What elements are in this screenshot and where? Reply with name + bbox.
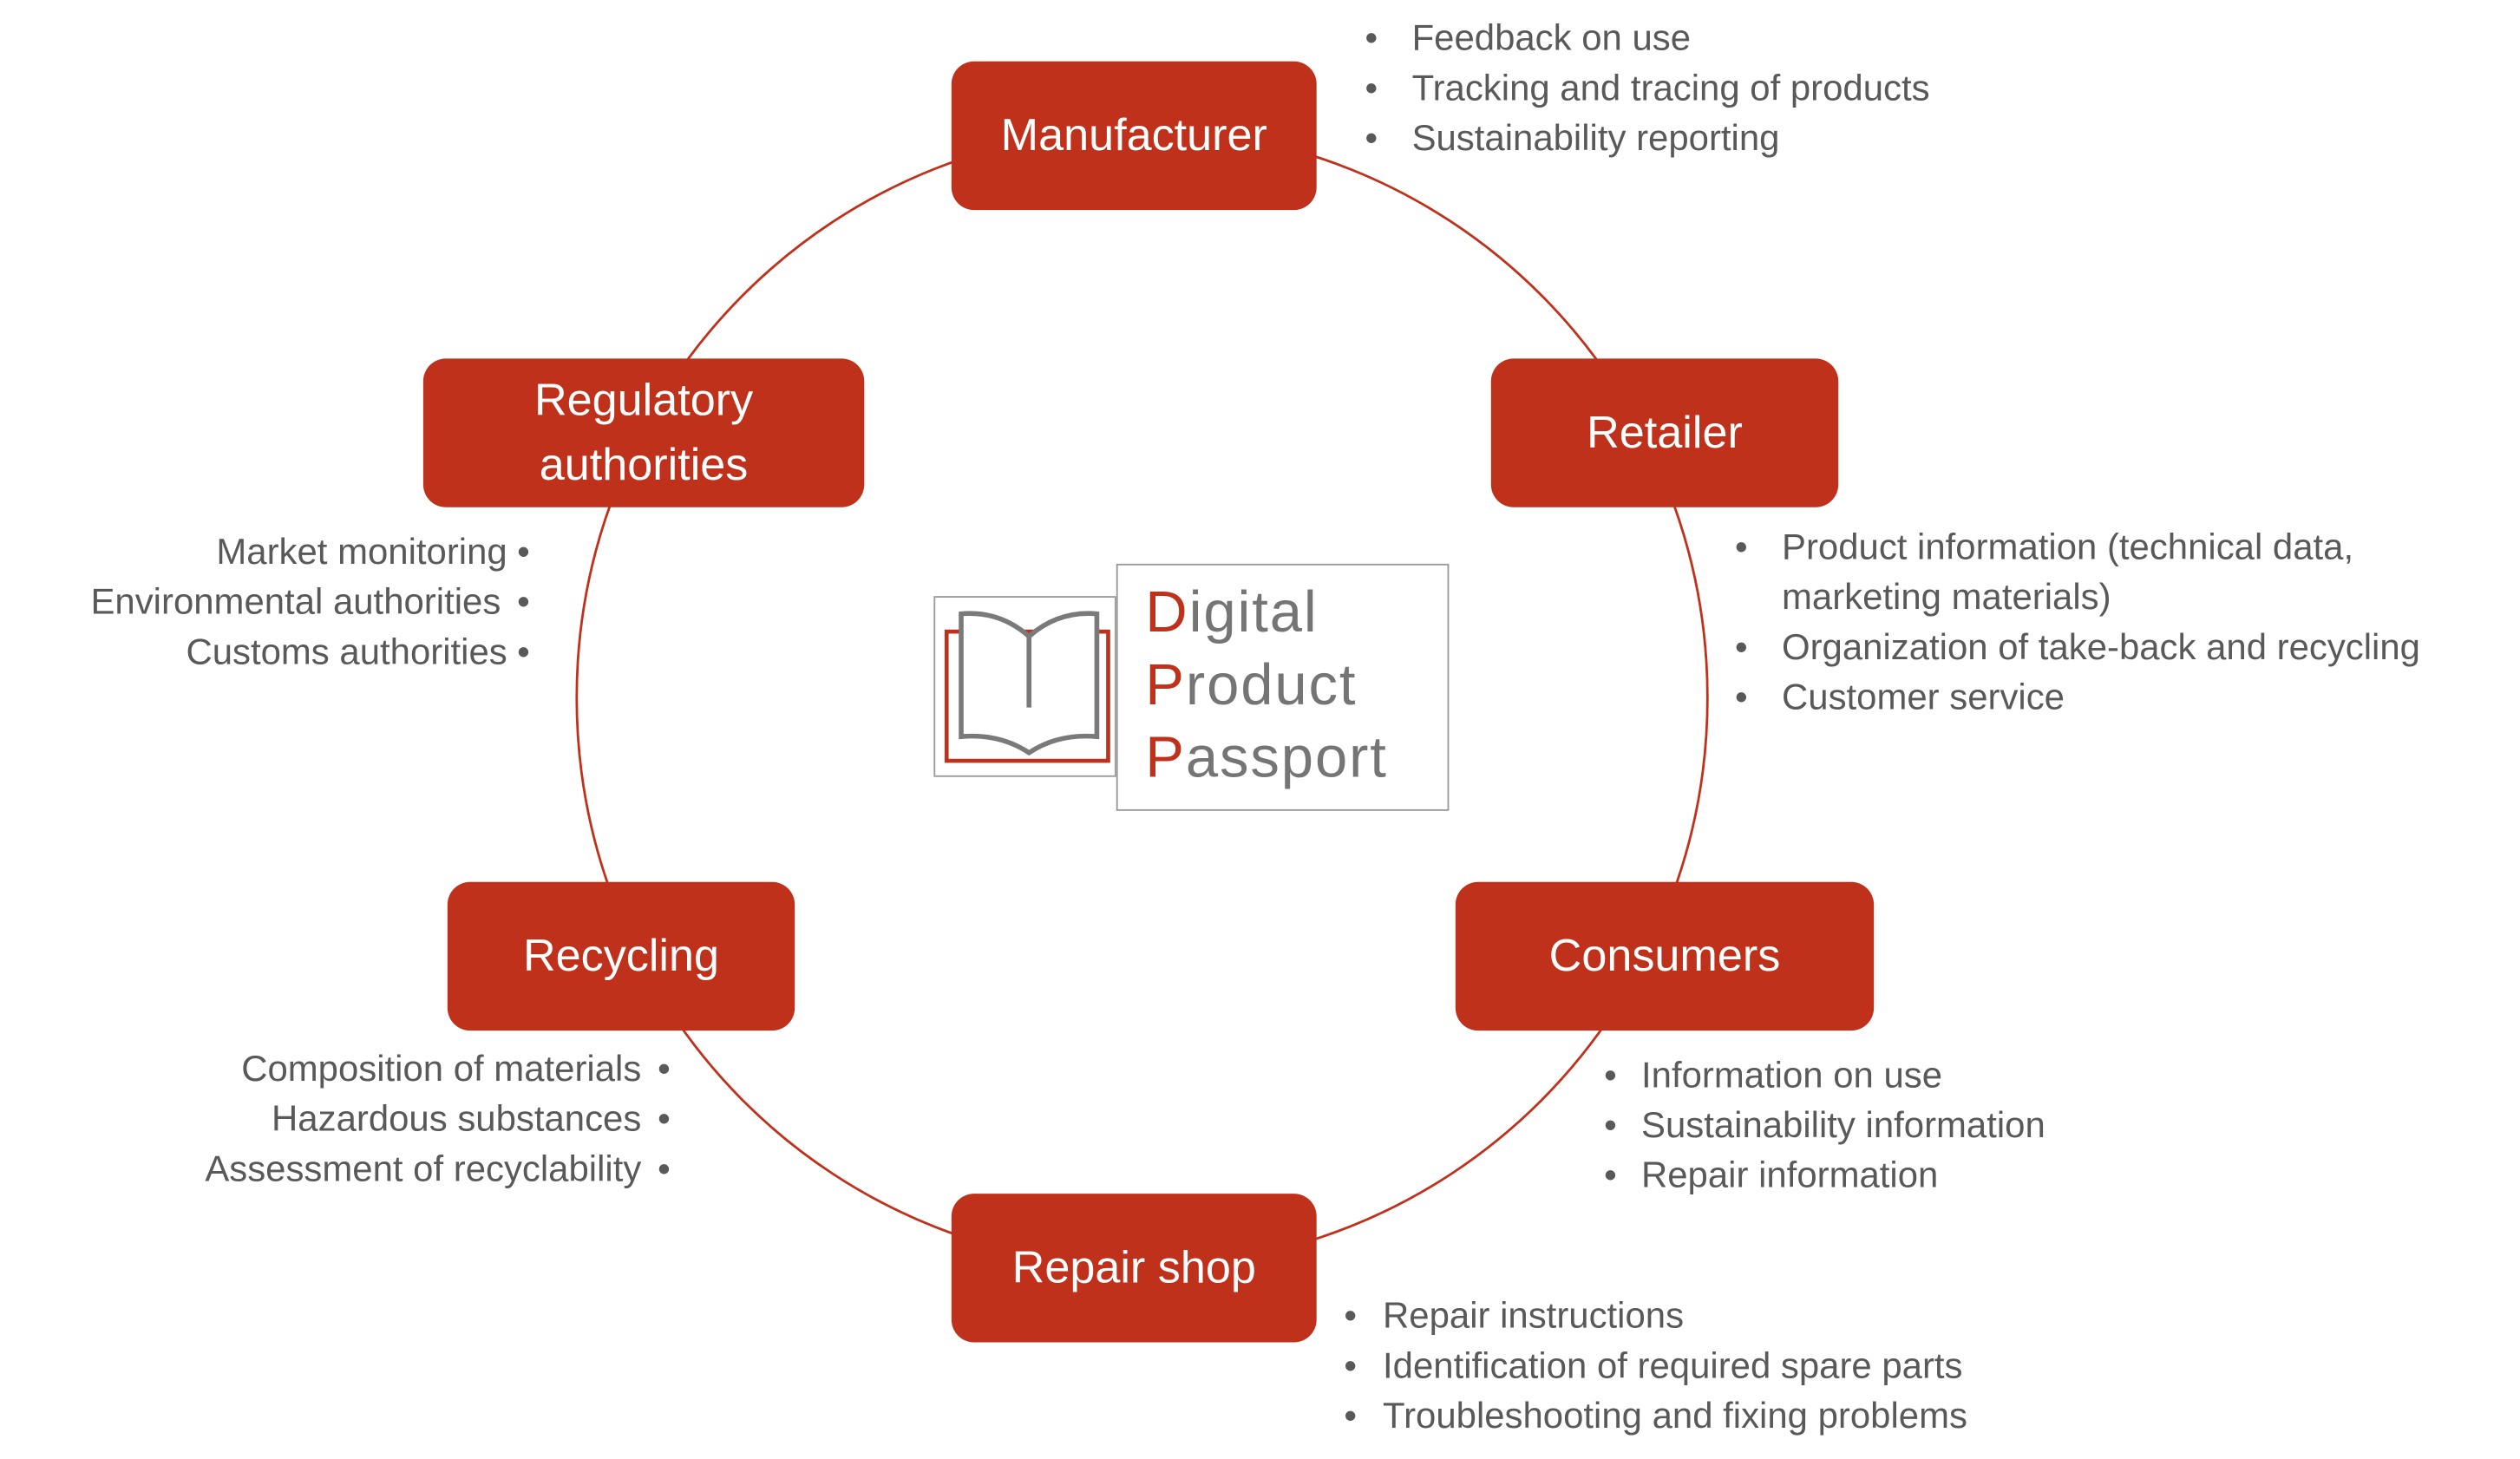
list-item: Customs authorities — [90, 627, 529, 677]
list-item-continuation: marketing materials) — [1782, 576, 2111, 618]
list-item: Troubleshooting and fixing problems — [1344, 1390, 1967, 1441]
logo-line-digital: Digital — [1145, 575, 1447, 648]
node-repair-shop: Repair shop — [951, 1194, 1317, 1343]
book-icon-box — [933, 596, 1116, 777]
retailer-list: Product information (technical data, mar… — [1735, 521, 2420, 722]
list-item: Market monitoring — [90, 527, 529, 577]
logo-initial: D — [1145, 578, 1189, 645]
regulatory-authorities-list: Market monitoring Environmental authorit… — [90, 527, 529, 677]
logo-initial: P — [1145, 651, 1186, 717]
list-item: Repair instructions — [1344, 1291, 1967, 1341]
list-item: Organization of take-back and recycling — [1735, 622, 2420, 672]
list-item: Composition of materials — [205, 1044, 671, 1094]
list-item: Customer service — [1735, 672, 2420, 723]
logo-word: igital — [1188, 578, 1319, 645]
node-manufacturer: Manufacturer — [951, 61, 1317, 211]
list-item: Tracking and tracing of products — [1365, 63, 1930, 114]
repair-shop-list: Repair instructions Identification of re… — [1344, 1291, 1967, 1441]
list-item: Sustainability information — [1604, 1100, 2045, 1150]
logo-word: roduct — [1185, 651, 1358, 717]
recycling-list: Composition of materials Hazardous subst… — [205, 1044, 671, 1194]
logo-line-passport: Passport — [1145, 721, 1447, 794]
node-retailer: Retailer — [1490, 358, 1839, 507]
open-book-icon — [944, 611, 1110, 763]
list-item: Assessment of recyclability — [205, 1143, 671, 1194]
consumers-list: Information on use Sustainability inform… — [1604, 1050, 2045, 1200]
manufacturer-list: Feedback on use Tracking and tracing of … — [1365, 13, 1930, 163]
list-item: Identification of required spare parts — [1344, 1341, 1967, 1391]
list-item: Sustainability reporting — [1365, 113, 1930, 163]
logo-line-product: Product — [1145, 648, 1447, 721]
list-item: Repair information — [1604, 1150, 2045, 1201]
logo-initial: P — [1145, 723, 1186, 790]
dpp-logo-text: Digital Product Passport — [1116, 563, 1450, 811]
list-item: Environmental authorities — [90, 577, 529, 627]
list-item: Hazardous substances — [205, 1094, 671, 1144]
node-recycling: Recycling — [447, 881, 795, 1031]
node-consumers: Consumers — [1455, 881, 1875, 1031]
list-item: Product information (technical data, — [1735, 521, 2420, 572]
list-item: Information on use — [1604, 1050, 2045, 1100]
list-item: Feedback on use — [1365, 13, 1930, 63]
logo-word: assport — [1185, 723, 1388, 790]
node-regulatory-authorities: Regulatory authorities — [422, 358, 865, 507]
